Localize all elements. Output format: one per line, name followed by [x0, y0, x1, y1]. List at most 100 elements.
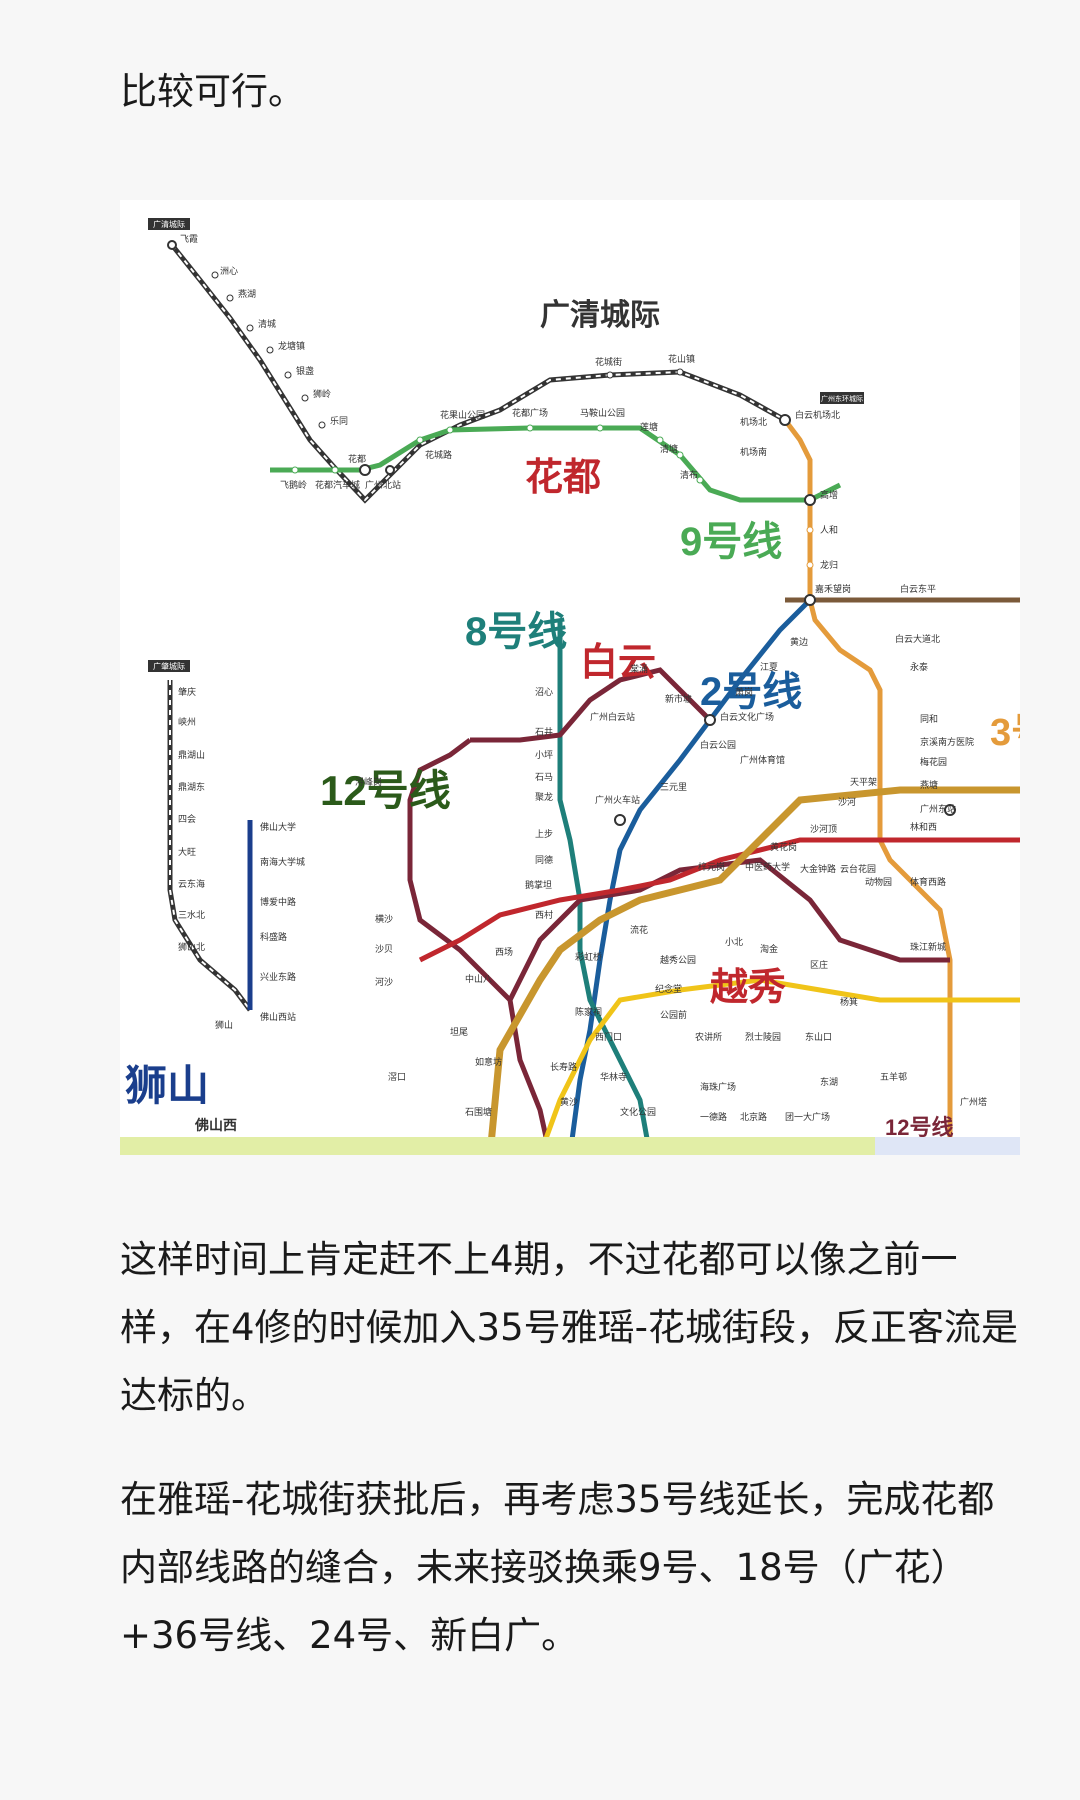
- station-huaxinshi: 华林寺: [600, 1071, 627, 1082]
- station-yanhu: 燕湖: [238, 288, 256, 299]
- station-foshanxizhan: 佛山西站: [260, 1011, 296, 1022]
- station-dinghushan: 鼎湖山: [178, 750, 205, 760]
- station-egang: 鹅掌坦: [525, 879, 552, 890]
- svg-text:广肇城际: 广肇城际: [153, 661, 185, 671]
- station-foshandaxue: 佛山大学: [260, 821, 296, 832]
- station-beijinglu: 北京路: [740, 1111, 767, 1122]
- station-yide: 一德路: [700, 1111, 727, 1122]
- station-qingtang: 清塘: [660, 443, 678, 454]
- station-huaduqiche: 花都汽车城: [315, 479, 360, 490]
- badge-zhaoqing: 广肇城际: [148, 660, 190, 672]
- station-tangchong: 棠涌: [630, 663, 648, 674]
- station-yanling: 燕塘: [920, 779, 938, 790]
- station-shabei: 沙贝: [375, 944, 393, 954]
- station-dawang: 大旺: [178, 846, 196, 857]
- area-huadu: 花都: [525, 457, 601, 499]
- station-dajinzhong: 大金钟路: [800, 863, 836, 874]
- area-yuexiu: 越秀: [710, 967, 786, 1009]
- station-yundonghai: 云东海: [178, 878, 205, 889]
- station-shishanbei: 狮山北: [178, 942, 205, 952]
- station-changshoulu: 长寿路: [550, 1061, 577, 1072]
- station-gaozeng: 高增: [820, 489, 838, 500]
- station-longtang: 龙塘镇: [278, 340, 305, 351]
- station-baiyungongyuan: 白云公园: [700, 739, 736, 750]
- station-lieshilinyuan: 烈士陵园: [745, 1031, 781, 1042]
- station-jichangbei: 机场北: [740, 416, 767, 427]
- station-nongjiangsuo: 农讲所: [695, 1031, 722, 1042]
- badge-guangqing: 广清城际: [148, 218, 190, 230]
- intro-text: 比较可行。: [120, 58, 1020, 126]
- label-line3: 3号: [990, 712, 1020, 754]
- station-shima: 石马: [535, 772, 553, 782]
- station-xichang: 西场: [495, 947, 513, 957]
- station-shiweitang: 石围塘: [465, 1106, 492, 1117]
- station-baiyundadaobei: 白云大道北: [895, 633, 940, 644]
- station-baiyunairport-north: 白云机场北: [795, 409, 840, 420]
- station-haizhuguangchang: 海珠广场: [700, 1081, 736, 1092]
- station-zhujiangxincheng: 珠江新城: [910, 941, 946, 952]
- station-gzhuochezhan: 广州火车站: [595, 794, 640, 805]
- station-chenjiaci: 陈家祠: [575, 1006, 602, 1017]
- station-xiaoping2: 小坪: [535, 750, 553, 760]
- label-line12: 12号线: [320, 767, 451, 814]
- station-tiyuxilu: 体育西路: [910, 876, 946, 887]
- station-shishan: 狮山: [215, 1020, 233, 1030]
- station-dongxiao: 东湖: [820, 1076, 838, 1087]
- map-bottom-bar: [120, 1137, 875, 1155]
- station-linhexi: 林和西: [910, 821, 937, 832]
- station-feixia: 飞霞: [180, 234, 198, 244]
- station-xiaoping: 萧岗: [735, 686, 753, 697]
- station-gzbeizhan: 广州北站: [365, 479, 401, 490]
- station-dongshankou: 东山口: [805, 1031, 832, 1042]
- station-keyishenglu: 科盛路: [260, 931, 287, 942]
- station-guangzhouta: 广州塔: [960, 1096, 987, 1107]
- map-bottom-bar-right: [875, 1137, 1020, 1155]
- station-yongtai: 永泰: [910, 661, 928, 672]
- station-shahedong: 沙河顶: [810, 823, 837, 834]
- station-tongde: 同德: [535, 854, 553, 865]
- station-dongwuyuan: 动物园: [865, 876, 892, 887]
- station-longgui: 龙归: [820, 559, 838, 570]
- station-jiekou: 滘口: [388, 1072, 406, 1082]
- station-ouzhuang: 区庄: [810, 959, 828, 970]
- station-jinianhuang: 纪念堂: [655, 983, 682, 994]
- station-meihuayuan: 梅花园: [920, 756, 947, 767]
- area-shishan: 狮山: [125, 1062, 209, 1109]
- station-wenhuagongyuan: 文化公园: [620, 1106, 656, 1117]
- label-line8: 8号线: [465, 610, 567, 654]
- station-huaduguangchang: 花都广场: [512, 407, 548, 418]
- station-dinghudong: 鼎湖东: [178, 781, 205, 792]
- label-guangqing: 广清城际: [540, 299, 660, 332]
- station-shangbu: 上步: [535, 829, 553, 839]
- station-xingyedonglu: 兴业东路: [260, 971, 296, 982]
- station-huachenglu: 花城路: [425, 449, 452, 460]
- station-gzbaiyunzhan: 广州白云站: [590, 711, 635, 722]
- station-kengkou: 坦尾: [450, 1027, 468, 1037]
- station-yuexiugongyuan: 越秀公园: [660, 954, 696, 965]
- station-maanshan: 马鞍山公园: [580, 407, 625, 418]
- station-wuyangcun: 五羊邨: [880, 1071, 907, 1082]
- station-ruyifang: 如意坊: [475, 1056, 502, 1067]
- station-qingcheng: 清城: [258, 318, 276, 329]
- station-renhe: 人和: [820, 525, 838, 535]
- paragraph-1: 这样时间上肯定赶不上4期，不过花都可以像之前一样，在4修的时候加入35号雅瑶-花…: [120, 1226, 1020, 1430]
- badge-gzdh: 广州东环城际: [820, 392, 864, 404]
- svg-text:广清城际: 广清城际: [153, 219, 185, 229]
- station-huangbian: 黄边: [790, 636, 808, 647]
- paragraph-2: 在雅瑶-花城街获批后，再考虑35号线延长，完成花都内部线路的缝合，未来接驳换乘9…: [120, 1466, 1020, 1670]
- station-feieling: 飞鹅岭: [280, 479, 307, 490]
- label-line9: 9号线: [680, 520, 782, 564]
- station-zhaonan: 沼心: [535, 687, 553, 697]
- station-qingbu: 清布: [680, 469, 698, 480]
- station-gongyuanqian: 公园前: [660, 1009, 687, 1020]
- station-huaguoshan: 花果山公园: [440, 409, 485, 420]
- station-huadu: 花都: [348, 453, 366, 464]
- station-jiangxia: 江夏: [760, 662, 778, 672]
- station-shiling: 狮岭: [313, 388, 331, 399]
- station-letong: 乐同: [330, 415, 348, 426]
- intercity-guangzhao-line: [170, 680, 250, 1010]
- station-baiyunwenhua: 白云文化广场: [720, 711, 774, 722]
- station-baiyundongping: 白云东平: [900, 583, 936, 594]
- metro-map: 广清城际 广肇城际 广州东环城际 花都 白云 越秀 狮山 广清城际 9号线 8号…: [120, 200, 1020, 1155]
- station-zhaoqing: 肇庆: [178, 686, 196, 697]
